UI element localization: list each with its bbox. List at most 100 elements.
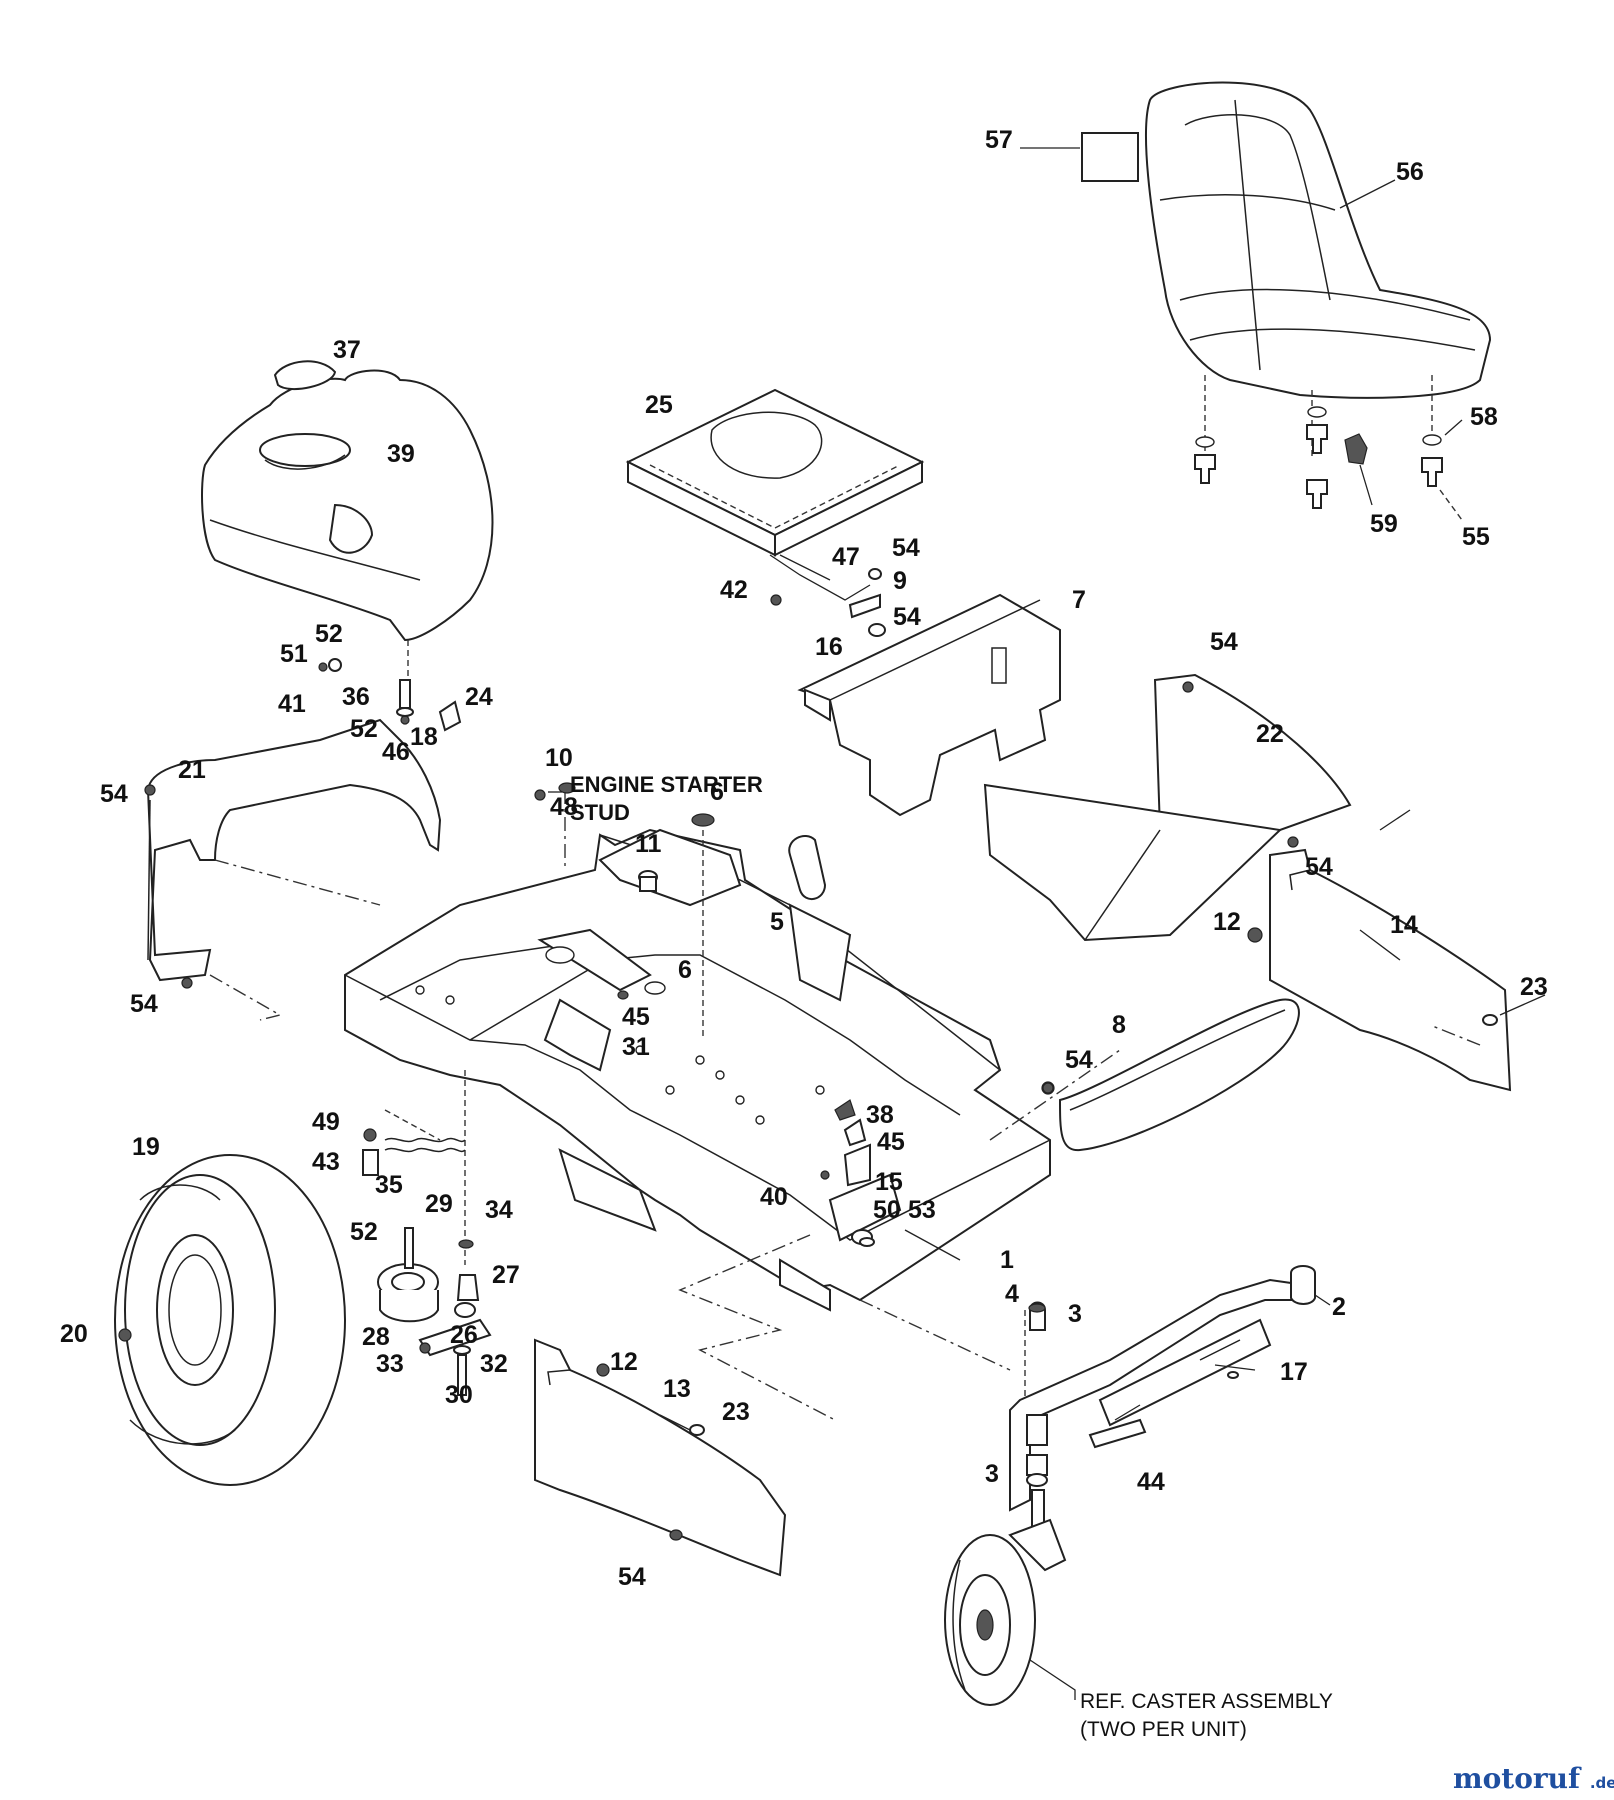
leader-lines bbox=[659, 809, 1546, 1431]
callout: 6 bbox=[678, 956, 692, 984]
callout: 13 bbox=[663, 1375, 691, 1403]
ref-caster-note: REF. CASTER ASSEMBLY bbox=[1080, 1690, 1333, 1713]
callout: 25 bbox=[645, 391, 673, 419]
callout: 54 bbox=[892, 534, 920, 562]
callout: 12 bbox=[1213, 908, 1241, 936]
callout: 17 bbox=[1280, 1358, 1308, 1386]
caster-arm bbox=[1009, 1265, 1316, 1512]
callout: 48 bbox=[550, 793, 578, 821]
callout: 53 bbox=[908, 1196, 936, 1224]
callout: 35 bbox=[375, 1171, 403, 1199]
callout: 16 bbox=[815, 633, 843, 661]
side-cover-14 bbox=[1247, 848, 1512, 1092]
callout: 21 bbox=[178, 756, 206, 784]
callout: 6 bbox=[710, 778, 724, 806]
callout: 54 bbox=[618, 1563, 646, 1591]
callout: 7 bbox=[1072, 586, 1086, 614]
callout: 27 bbox=[492, 1261, 520, 1289]
callout: 9 bbox=[893, 567, 907, 595]
callout: 41 bbox=[278, 690, 306, 718]
callouts: 1 2 3 3 4 5 6 6 7 8 9 10 11 12 12 13 14 … bbox=[60, 126, 1548, 1591]
callout: 54 bbox=[100, 780, 128, 808]
callout: 51 bbox=[280, 640, 308, 668]
callout: 20 bbox=[60, 1320, 88, 1348]
callout: 11 bbox=[635, 830, 662, 858]
seat-bracket bbox=[797, 593, 1061, 817]
callout: 54 bbox=[130, 990, 158, 1018]
seat-pan bbox=[625, 388, 925, 601]
frame-bracket bbox=[598, 813, 827, 1040]
engine-starter-note: ENGINE STARTER bbox=[570, 772, 763, 797]
svg-text:motoruf .de: motoruf .de bbox=[1453, 1762, 1614, 1795]
callout: 52 bbox=[315, 620, 343, 648]
fuel-tank bbox=[201, 360, 494, 700]
fuel-tank-hardware bbox=[318, 658, 462, 732]
callout: 37 bbox=[333, 336, 361, 364]
caster-wheel bbox=[944, 1489, 1076, 1706]
watermark-domain: .de bbox=[1590, 1774, 1614, 1792]
callout: 3 bbox=[1068, 1300, 1082, 1328]
callout: 52 bbox=[350, 715, 378, 743]
callout: 15 bbox=[875, 1168, 903, 1196]
callout: 29 bbox=[425, 1190, 453, 1218]
callout: 56 bbox=[1396, 158, 1424, 186]
callout: 10 bbox=[545, 744, 573, 772]
callout: 59 bbox=[1370, 510, 1398, 538]
callout: 43 bbox=[312, 1148, 340, 1176]
callout: 1 bbox=[1000, 1246, 1014, 1274]
callout: 36 bbox=[342, 683, 370, 711]
callout: 47 bbox=[832, 543, 860, 571]
ref-caster-note-line2: (TWO PER UNIT) bbox=[1080, 1718, 1247, 1741]
side-cover-13 bbox=[534, 1338, 787, 1577]
callout: 24 bbox=[465, 683, 493, 711]
callout: 52 bbox=[350, 1218, 378, 1246]
callout: 54 bbox=[1210, 628, 1238, 656]
callout: 55 bbox=[1462, 523, 1490, 551]
callout: 42 bbox=[720, 576, 748, 604]
engine-starter-note-line2: STUD bbox=[570, 800, 630, 825]
callout: 19 bbox=[132, 1133, 160, 1161]
callout: 33 bbox=[376, 1350, 404, 1378]
callout: 50 bbox=[873, 1196, 901, 1224]
callout: 8 bbox=[1112, 1011, 1126, 1039]
rear-wheel bbox=[114, 1154, 346, 1486]
callout: 12 bbox=[610, 1348, 638, 1376]
callout: 54 bbox=[1305, 853, 1333, 881]
watermark-brand: motoruf bbox=[1453, 1762, 1582, 1795]
side-cover-8 bbox=[1041, 998, 1300, 1152]
callout: 54 bbox=[1065, 1046, 1093, 1074]
fender-21 bbox=[146, 718, 442, 982]
callout: 22 bbox=[1256, 720, 1284, 748]
callout: 18 bbox=[410, 723, 438, 751]
callout: 38 bbox=[866, 1101, 894, 1129]
callout: 23 bbox=[722, 1398, 750, 1426]
callout: 45 bbox=[622, 1003, 650, 1031]
callout: 45 bbox=[877, 1128, 905, 1156]
callout: 58 bbox=[1470, 403, 1498, 431]
callout: 4 bbox=[1005, 1280, 1019, 1308]
main-frame bbox=[344, 828, 1051, 1312]
callout: 34 bbox=[485, 1196, 513, 1224]
callout: 5 bbox=[770, 908, 784, 936]
callout: 57 bbox=[985, 126, 1013, 154]
callout: 3 bbox=[985, 1460, 999, 1488]
callout: 31 bbox=[622, 1033, 650, 1061]
watermark: motoruf .de bbox=[1453, 1762, 1614, 1795]
callout: 49 bbox=[312, 1108, 340, 1136]
notes: ENGINE STARTER STUD REF. CASTER ASSEMBLY… bbox=[548, 772, 1333, 1741]
callout: 14 bbox=[1390, 911, 1418, 939]
callout: 40 bbox=[760, 1183, 788, 1211]
seat bbox=[1020, 81, 1492, 460]
callout: 32 bbox=[480, 1350, 508, 1378]
callout: 26 bbox=[450, 1321, 478, 1349]
callout: 28 bbox=[362, 1323, 390, 1351]
callout: 2 bbox=[1332, 1293, 1346, 1321]
callout: 44 bbox=[1137, 1468, 1165, 1496]
callout: 23 bbox=[1520, 973, 1548, 1001]
callout: 54 bbox=[893, 603, 921, 631]
callout: 39 bbox=[387, 440, 415, 468]
callout: 46 bbox=[382, 738, 410, 766]
frame-hardware bbox=[144, 568, 1299, 1247]
foot-tray bbox=[983, 673, 1352, 942]
callout: 30 bbox=[445, 1381, 473, 1409]
